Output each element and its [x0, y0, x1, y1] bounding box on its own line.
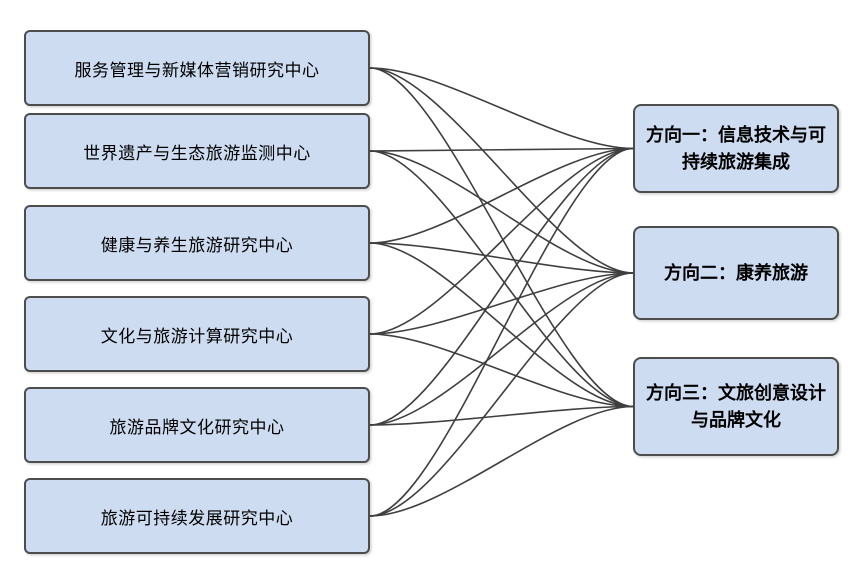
edge-c3-d3: [369, 242, 634, 408]
edge-c6-d2: [369, 272, 634, 517]
direction-box-2: 方向二：康养旅游: [633, 226, 839, 320]
edge-c2-d1: [369, 147, 634, 152]
edge-c1-d2: [369, 67, 634, 274]
research-center-label: 健康与养生旅游研究中心: [100, 235, 294, 255]
research-center-box-service-management: 服务管理与新媒体营销研究中心: [24, 30, 370, 106]
edge-c4-d1: [369, 147, 634, 335]
edge-c4-d3: [369, 333, 634, 408]
edge-c2-d3: [369, 150, 634, 408]
research-center-label: 世界遗产与生态旅游监测中心: [83, 143, 311, 163]
direction-label: 方向一：信息技术与可持续旅游集成: [646, 125, 826, 172]
research-center-box-culture-tourism-computing: 文化与旅游计算研究中心: [24, 296, 370, 372]
edge-c1-d1: [369, 67, 634, 150]
research-center-box-world-heritage: 世界遗产与生态旅游监测中心: [24, 113, 370, 189]
edge-c3-d1: [369, 147, 634, 244]
edge-c6-d3: [369, 405, 634, 517]
direction-label: 方向二：康养旅游: [664, 262, 808, 283]
edge-c6-d1: [369, 147, 634, 517]
direction-label: 方向三：文旅创意设计与品牌文化: [646, 383, 826, 430]
edge-c4-d2: [369, 272, 634, 335]
direction-box-1: 方向一：信息技术与可持续旅游集成: [633, 104, 839, 193]
edge-c5-d2: [369, 272, 634, 426]
direction-box-3: 方向三：文旅创意设计与品牌文化: [633, 357, 839, 456]
research-center-box-tourism-brand-culture: 旅游品牌文化研究中心: [24, 387, 370, 463]
edge-c5-d1: [369, 147, 634, 426]
edge-c1-d3: [369, 67, 634, 408]
edge-c5-d3: [369, 405, 634, 426]
research-center-label: 旅游品牌文化研究中心: [109, 417, 285, 437]
edge-c3-d2: [369, 242, 634, 274]
research-center-label: 服务管理与新媒体营销研究中心: [74, 60, 320, 80]
edge-c2-d2: [369, 150, 634, 274]
research-center-box-health-wellness: 健康与养生旅游研究中心: [24, 205, 370, 281]
research-center-label: 旅游可持续发展研究中心: [100, 508, 294, 528]
research-center-box-sustainable-development: 旅游可持续发展研究中心: [24, 478, 370, 554]
research-center-label: 文化与旅游计算研究中心: [100, 326, 294, 346]
